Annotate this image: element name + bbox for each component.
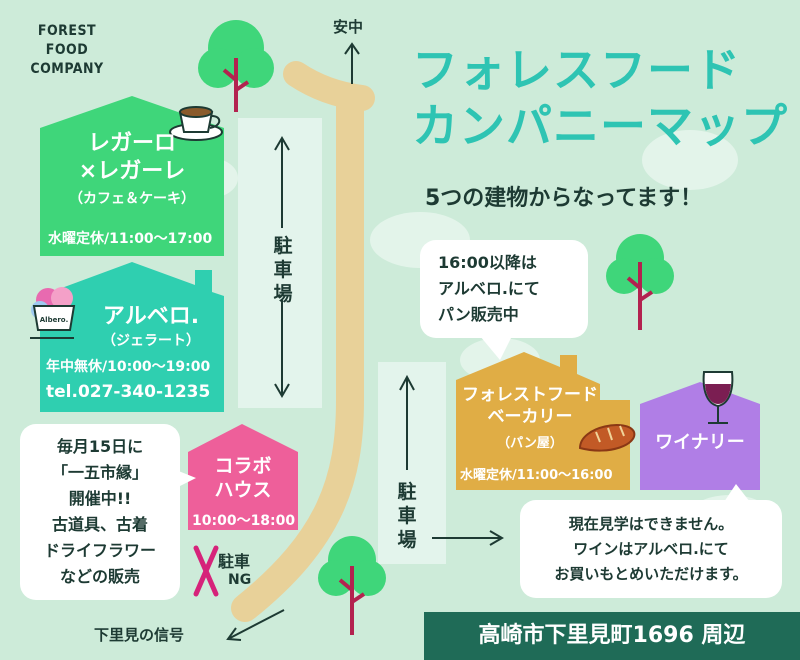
bubble-ichigo xyxy=(20,424,196,600)
no-parking-ng: NG xyxy=(228,572,252,588)
legaro-hours: 水曜定休/11:00〜17:00 xyxy=(48,231,213,247)
logo-line: COMPANY xyxy=(30,61,104,77)
parking-label-left: 駐車場 xyxy=(273,235,293,305)
building-bakery xyxy=(456,352,630,490)
wine-glass-icon xyxy=(702,371,734,424)
parking-arrow-right xyxy=(399,374,504,546)
bubble-line: 16:00以降は xyxy=(438,253,537,272)
parking-arrow-left xyxy=(274,136,290,398)
bubble-line: ドライフラワー xyxy=(43,541,156,560)
gelato-cup-label: Albero. xyxy=(40,316,69,324)
collabo-name: コラボ ハウス xyxy=(188,454,298,502)
map-title-line1: フォレスフード xyxy=(412,43,741,97)
bubble-line: 毎月15日に xyxy=(56,437,144,456)
logo-line: FOOD xyxy=(45,42,89,58)
arrow-south xyxy=(226,609,285,641)
bakery-name-line2: ベーカリー xyxy=(487,407,573,427)
parking-zone-left xyxy=(238,118,322,408)
coffee-cup-icon xyxy=(169,106,223,141)
bubble-line: 古道具、古着 xyxy=(51,515,148,534)
bubble-ichigo-text: 毎月15日に 「一五市縁」 開催中!! 古道具、古着 ドライフラワー などの販売 xyxy=(20,434,180,590)
bread-icon xyxy=(578,424,636,452)
legaro-name-line1: レガーロ xyxy=(87,131,176,156)
bubble-bread xyxy=(420,240,588,360)
road xyxy=(231,61,375,622)
logo-line: FOREST xyxy=(37,23,97,39)
gelato-cup-icon: Albero. xyxy=(30,287,76,339)
bubble-line: 「一五市縁」 xyxy=(51,463,148,482)
building-albero xyxy=(40,262,224,412)
albero-name: アルベロ. xyxy=(102,304,200,329)
legaro-type: （カフェ＆ケーキ） xyxy=(69,191,195,207)
albero-hours: 年中無休/10:00〜19:00 xyxy=(46,359,211,375)
winery-name: ワイナリー xyxy=(655,432,745,453)
collabo-name-line2: ハウス xyxy=(214,479,272,501)
bubble-line: パン販売中 xyxy=(438,305,519,324)
bubble-line: 現在見学はできません。 xyxy=(568,515,734,533)
bubble-wine-text: 現在見学はできません。 ワインはアルベロ.にて お買いもとめいただけます。 xyxy=(520,512,782,587)
bubble-line: などの販売 xyxy=(59,567,140,586)
map-title-line2: カンパニーマップ xyxy=(412,99,788,153)
bubble-line: ワインはアルベロ.にて xyxy=(573,540,729,558)
bakery-name-line1: フォレストフード xyxy=(462,385,598,405)
bakery-hours: 水曜定休/11:00〜16:00 xyxy=(460,468,613,483)
bubble-line: 開催中!! xyxy=(68,489,132,508)
map-subtitle: 5つの建物からなってます！ xyxy=(425,186,703,211)
bakery-type: （パン屋） xyxy=(497,436,563,451)
bubble-line: アルベロ.にて xyxy=(438,279,540,298)
tree-icon xyxy=(198,20,274,112)
place-label-south: 下里見の信号 xyxy=(94,626,185,644)
building-collabo xyxy=(188,424,298,530)
arrow-north xyxy=(344,42,360,84)
albero-type: （ジェラート） xyxy=(102,333,200,349)
legaro-name-line2: ×レガーレ xyxy=(78,159,186,184)
bubble-line: お買いもとめいただけます。 xyxy=(554,565,748,583)
parking-label-right: 駐車場 xyxy=(397,481,417,551)
place-label-north: 安中 xyxy=(333,18,364,36)
legaro-name: レガーロ ×レガーレ xyxy=(40,130,224,186)
tree-icon xyxy=(318,536,386,635)
bubble-wine xyxy=(520,484,782,598)
no-parking-mark xyxy=(193,545,219,597)
collabo-name-line1: コラボ xyxy=(214,455,272,477)
bubble-bread-text: 16:00以降は アルベロ.にて パン販売中 xyxy=(420,250,588,328)
tree-icon xyxy=(606,234,674,330)
company-logo: FOREST FOOD COMPANY xyxy=(22,22,112,79)
albero-tel: tel.027-340-1235 xyxy=(46,382,211,402)
address-bar: 高崎市下里見町1696 周辺 xyxy=(424,612,800,660)
bakery-name: フォレストフード ベーカリー xyxy=(456,384,604,428)
building-winery xyxy=(640,382,760,490)
no-parking-label: 駐車 xyxy=(218,552,251,571)
parking-zone-right xyxy=(378,362,446,564)
collabo-hours: 10:00〜18:00 xyxy=(192,513,296,529)
